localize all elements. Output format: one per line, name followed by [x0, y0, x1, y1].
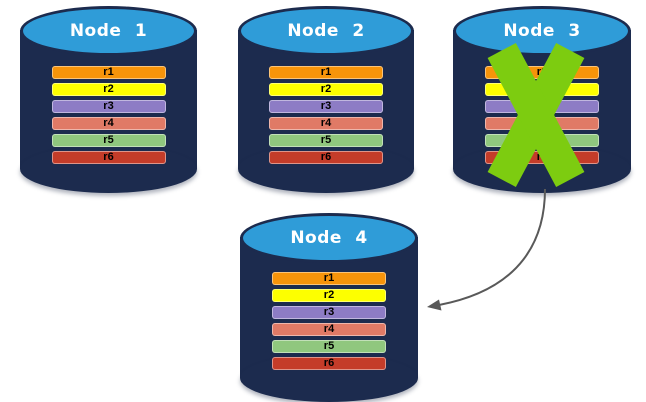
row-r5-label: r5	[320, 134, 332, 146]
row-r2-label: r2	[103, 83, 114, 95]
row-r4-label: r4	[320, 117, 332, 129]
row-r3-label: r3	[323, 306, 335, 318]
row-r1-label: r1	[323, 272, 335, 284]
node-3-cylinder: Node 3 r1 r2 r3 r4 r5 r6	[453, 6, 631, 193]
node-1-title: Node 1	[69, 21, 148, 41]
row-r4-label: r4	[103, 117, 114, 129]
node-1-cylinder: Node 1 r1 r2 r3 r4 r5 r6	[20, 6, 197, 193]
row-r3-label: r3	[320, 100, 332, 112]
row-r1: r1	[485, 66, 599, 79]
row-r6-label: r6	[103, 151, 114, 163]
node-4-cylinder: Node 4 r1 r2 r3 r4 r5 r6	[240, 213, 418, 402]
node-2-cylinder-top: Node 2	[238, 6, 414, 56]
row-r1: r1	[269, 66, 383, 79]
node-3-cylinder-top: Node 3	[453, 6, 631, 56]
node-3-title: Node 3	[503, 21, 581, 41]
row-r4: r4	[269, 117, 383, 130]
row-r3-label: r3	[103, 100, 114, 112]
row-r6: r6	[269, 151, 383, 164]
row-r4: r4	[272, 323, 386, 336]
row-r2: r2	[269, 83, 383, 96]
row-r1-label: r1	[103, 66, 114, 78]
row-r1: r1	[272, 272, 386, 285]
row-r5: r5	[269, 134, 383, 147]
failover-arrowhead-icon	[427, 299, 442, 311]
node-2-rows: r1 r2 r3 r4 r5 r6	[269, 66, 383, 164]
row-r2: r2	[272, 289, 386, 302]
row-r6-label: r6	[320, 151, 332, 163]
row-r1: r1	[51, 66, 166, 79]
row-r2-label: r2	[536, 83, 548, 95]
row-r2-label: r2	[323, 289, 335, 301]
row-r3: r3	[269, 100, 383, 113]
row-r2-label: r2	[320, 83, 332, 95]
row-r6-label: r6	[536, 151, 548, 163]
row-r3: r3	[485, 100, 599, 113]
row-r3: r3	[51, 100, 166, 113]
row-r6: r6	[485, 151, 599, 164]
row-r4: r4	[485, 117, 599, 130]
row-r1-label: r1	[536, 66, 548, 78]
node-4-cylinder-top: Node 4	[240, 213, 418, 263]
row-r3-label: r3	[536, 100, 548, 112]
row-r4-label: r4	[536, 117, 548, 129]
node-1-rows: r1 r2 r3 r4 r5 r6	[51, 66, 166, 164]
row-r5-label: r5	[536, 134, 548, 146]
node-4-title: Node 4	[290, 228, 368, 248]
node-2-title: Node 2	[287, 21, 365, 41]
row-r4-label: r4	[323, 323, 335, 335]
row-r5: r5	[272, 340, 386, 353]
row-r6-label: r6	[323, 357, 335, 369]
row-r5: r5	[51, 134, 166, 147]
node-1-cylinder-top: Node 1	[20, 6, 197, 56]
row-r5-label: r5	[103, 134, 114, 146]
failover-arrow-line	[438, 188, 546, 306]
row-r6: r6	[51, 151, 166, 164]
node-2-cylinder: Node 2 r1 r2 r3 r4 r5 r6	[238, 6, 414, 193]
row-r5: r5	[485, 134, 599, 147]
row-r3: r3	[272, 306, 386, 319]
row-r2: r2	[485, 83, 599, 96]
row-r4: r4	[51, 117, 166, 130]
row-r6: r6	[272, 357, 386, 370]
node-3-rows: r1 r2 r3 r4 r5 r6	[485, 66, 599, 164]
row-r2: r2	[51, 83, 166, 96]
node-4-rows: r1 r2 r3 r4 r5 r6	[272, 272, 386, 370]
row-r1-label: r1	[320, 66, 332, 78]
row-r5-label: r5	[323, 340, 335, 352]
